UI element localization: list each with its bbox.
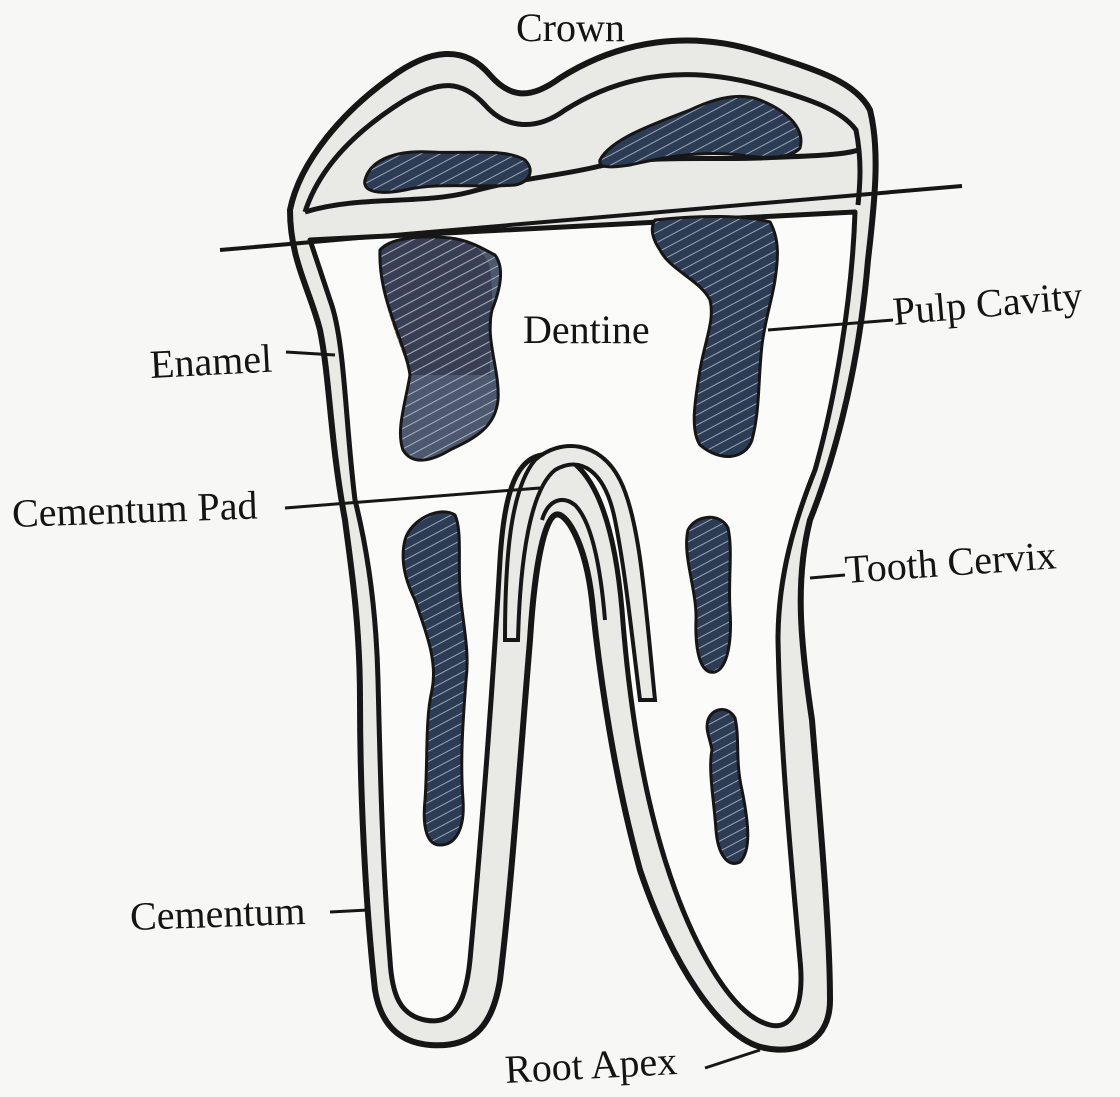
label-enamel: Enamel [149, 339, 273, 385]
label-cementum: Cementum [129, 891, 306, 937]
leader-cementum [330, 910, 368, 912]
label-dentine: Dentine [523, 310, 650, 350]
pulp-horn-left [365, 152, 531, 193]
label-root-apex: Root Apex [504, 1041, 678, 1090]
label-cementum-pad: Cementum Pad [11, 485, 258, 534]
leader-tooth-cervix [810, 575, 845, 578]
label-crown: Crown [516, 8, 625, 48]
leader-root-apex [705, 1050, 760, 1068]
